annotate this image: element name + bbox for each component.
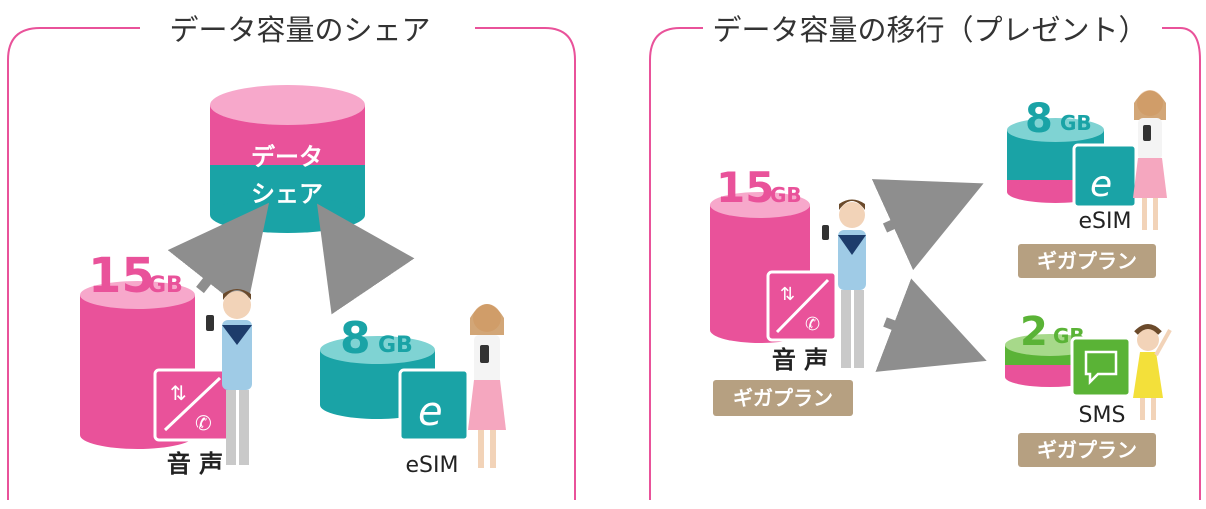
source-man-figure-icon [822, 199, 866, 368]
target-sms-plan-badge [1018, 433, 1156, 467]
left-panel-frame [7, 27, 576, 500]
transfer-arrow-up [871, 179, 984, 271]
svg-text:⇅: ⇅ [780, 284, 795, 305]
target-esim-plan-badge [1018, 244, 1156, 278]
right-panel: データ容量の移行（プレゼント） 15 GB ⇅ ✆ 音 声 ギガプラン [649, 13, 1201, 500]
woman-figure-icon [468, 304, 506, 468]
source-plan-label: ギガプラン [733, 386, 833, 410]
shared-cylinder-line2: シェア [251, 180, 323, 208]
voice-user-amount: 15 [88, 248, 155, 304]
share-arrow-left [167, 202, 270, 313]
source-label: 音 声 [772, 346, 828, 374]
svg-text:⇅: ⇅ [170, 381, 187, 405]
target-sms-amount: 2 [1020, 309, 1048, 355]
right-panel-title: データ容量の移行（プレゼント） [712, 13, 1147, 47]
source-voice-icon: ⇅ ✆ [766, 270, 838, 342]
voice-user-label: 音 声 [167, 450, 223, 478]
svg-text:e: e [1090, 164, 1112, 205]
target-woman-figure-icon [1133, 90, 1167, 230]
man-figure-icon [206, 289, 252, 465]
left-panel-title: データ容量のシェア [169, 13, 430, 47]
svg-text:e: e [418, 389, 443, 435]
shared-data-cylinder: データ シェア [210, 85, 365, 233]
esim-user-amount: 8 [340, 313, 371, 364]
target-esim-plan-label: ギガプラン [1037, 249, 1137, 273]
svg-text:✆: ✆ [805, 314, 820, 335]
esim-chip-icon: e [398, 368, 470, 442]
share-arrow-right [317, 203, 415, 315]
voice-user-unit: GB [148, 273, 183, 298]
sms-chat-icon [1070, 336, 1132, 398]
shared-cylinder-line1: データ [251, 143, 323, 171]
target-sms-plan-label: ギガプラン [1037, 438, 1137, 462]
voice-sim-icon: ⇅ ✆ [153, 368, 232, 442]
target-esim-chip-icon: e [1072, 143, 1138, 209]
source-amount: 15 [716, 163, 774, 212]
target-sms-label: SMS [1079, 403, 1126, 428]
source-plan-badge [713, 380, 853, 416]
esim-user-unit: GB [378, 333, 413, 358]
girl-figure-icon [1133, 324, 1172, 420]
left-panel: データ容量のシェア データ シェア 15 GB ⇅ ✆ [7, 13, 576, 500]
right-panel-frame [649, 27, 1201, 500]
target-esim-amount: 8 [1025, 96, 1053, 142]
target-esim-label: eSIM [1079, 209, 1132, 234]
transfer-arrow-down [875, 278, 987, 372]
target-esim-unit: GB [1060, 111, 1092, 135]
source-unit: GB [770, 183, 802, 207]
svg-text:✆: ✆ [195, 411, 212, 435]
esim-user-label: eSIM [406, 453, 459, 478]
